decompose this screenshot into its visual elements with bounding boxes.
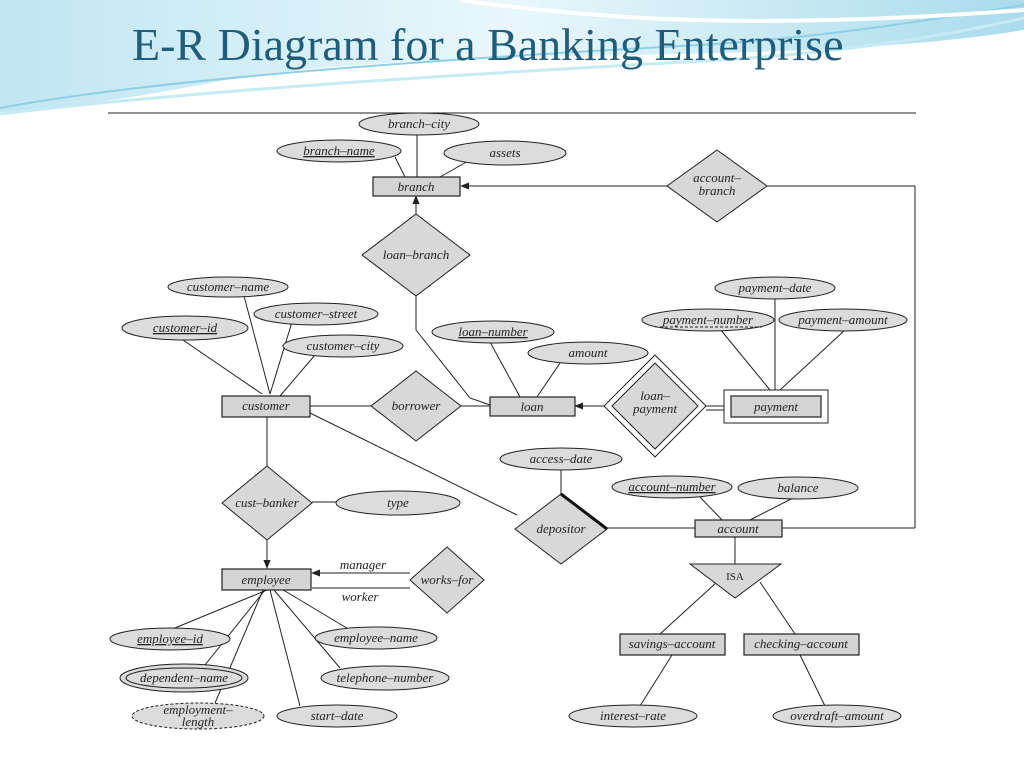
entity-checking-account: checking–account: [743, 633, 860, 656]
entity-employee: employee: [221, 568, 312, 591]
svg-text:payment–date: payment–date: [738, 280, 812, 295]
svg-text:loan–number: loan–number: [458, 324, 528, 339]
entity-customer: customer: [221, 395, 311, 418]
relationship-account-branch: account– branch: [666, 149, 768, 223]
role-worker: worker: [342, 589, 380, 604]
connector-lines: [169, 133, 916, 707]
slide-title: E-R Diagram for a Banking Enterprise: [132, 19, 844, 70]
attribute-assets: assets: [443, 140, 567, 166]
svg-text:dependent–name: dependent–name: [140, 670, 228, 685]
svg-text:customer–id: customer–id: [153, 320, 218, 335]
relationship-loan-branch: loan–branch: [361, 213, 471, 297]
svg-text:ISA: ISA: [726, 571, 744, 583]
attribute-access-date: access–date: [499, 447, 623, 471]
svg-text:payment: payment: [753, 399, 798, 414]
attribute-employee-id: employee–id: [109, 627, 231, 651]
entity-savings-account: savings–account: [619, 633, 726, 656]
svg-text:cust–banker: cust–banker: [235, 495, 299, 510]
svg-text:branch: branch: [699, 183, 736, 198]
svg-text:depositor: depositor: [536, 521, 586, 536]
svg-text:loan: loan: [520, 399, 543, 414]
attribute-customer-street: customer–street: [253, 302, 379, 326]
svg-text:assets: assets: [489, 145, 520, 160]
header-wave-background: [0, 0, 1024, 116]
relationship-isa: ISA: [688, 563, 783, 599]
relationship-depositor: depositor: [514, 492, 608, 565]
relationship-borrower: borrower: [370, 370, 462, 442]
attribute-employee-name: employee–name: [314, 626, 438, 650]
role-manager: manager: [340, 557, 387, 572]
svg-text:payment–amount: payment–amount: [797, 312, 888, 327]
attribute-telephone-number: telephone–number: [320, 665, 450, 691]
attribute-customer-city: customer–city: [282, 334, 404, 358]
svg-text:payment: payment: [632, 401, 677, 416]
svg-text:account–: account–: [693, 170, 741, 185]
svg-text:employment–: employment–: [163, 702, 233, 717]
svg-text:customer–name: customer–name: [187, 279, 270, 294]
attribute-account-number: account–number: [611, 475, 733, 499]
entity-payment: payment: [723, 389, 829, 424]
svg-text:balance: balance: [777, 480, 818, 495]
svg-text:employee–id: employee–id: [137, 631, 203, 646]
attribute-loan-number: loan–number: [431, 320, 555, 344]
attribute-payment-number: payment–number: [641, 308, 775, 332]
svg-text:loan–branch: loan–branch: [383, 247, 449, 262]
svg-text:loan–: loan–: [640, 388, 670, 403]
svg-text:length: length: [182, 714, 215, 729]
attribute-employment-length: employment– length: [131, 702, 265, 730]
relationship-loan-payment: loan– payment: [603, 354, 707, 458]
attribute-type: type: [335, 490, 461, 516]
svg-text:payment–number: payment–number: [662, 312, 754, 327]
svg-text:access–date: access–date: [530, 451, 593, 466]
svg-text:branch–city: branch–city: [388, 116, 450, 131]
svg-text:interest–rate: interest–rate: [600, 708, 666, 723]
entity-branch: branch: [372, 176, 461, 197]
attribute-payment-date: payment–date: [714, 276, 836, 300]
relationship-cust-banker: cust–banker: [221, 465, 313, 541]
svg-text:employee–name: employee–name: [334, 630, 418, 645]
attribute-customer-id: customer–id: [121, 315, 249, 341]
svg-text:account–number: account–number: [628, 479, 716, 494]
attribute-balance: balance: [737, 476, 859, 500]
svg-text:customer: customer: [242, 398, 291, 413]
svg-text:checking–account: checking–account: [754, 636, 848, 651]
svg-text:borrower: borrower: [392, 398, 442, 413]
attribute-overdraft-amount: overdraft–amount: [772, 704, 902, 728]
svg-text:customer–street: customer–street: [275, 306, 358, 321]
svg-text:branch: branch: [398, 179, 435, 194]
attribute-customer-name: customer–name: [167, 276, 289, 298]
attribute-interest-rate: interest–rate: [568, 704, 698, 728]
svg-text:amount: amount: [569, 345, 608, 360]
entity-loan: loan: [489, 396, 576, 417]
attribute-amount: amount: [527, 341, 649, 365]
svg-text:type: type: [387, 495, 409, 510]
svg-text:account: account: [717, 521, 759, 536]
svg-text:employee: employee: [241, 572, 290, 587]
svg-text:customer–city: customer–city: [307, 338, 380, 353]
entity-account: account: [694, 519, 783, 538]
svg-text:savings–account: savings–account: [629, 636, 716, 651]
svg-text:telephone–number: telephone–number: [337, 670, 435, 685]
attribute-payment-amount: payment–amount: [778, 308, 908, 332]
svg-text:start–date: start–date: [311, 708, 364, 723]
attribute-start-date: start–date: [276, 704, 398, 728]
attribute-branch-city: branch–city: [358, 112, 480, 136]
svg-text:overdraft–amount: overdraft–amount: [790, 708, 884, 723]
svg-text:branch–name: branch–name: [303, 143, 375, 158]
relationship-works-for: works–for: [409, 546, 485, 614]
attribute-dependent-name: dependent–name: [119, 663, 249, 693]
attribute-branch-name: branch–name: [276, 139, 402, 163]
svg-text:works–for: works–for: [421, 572, 475, 587]
